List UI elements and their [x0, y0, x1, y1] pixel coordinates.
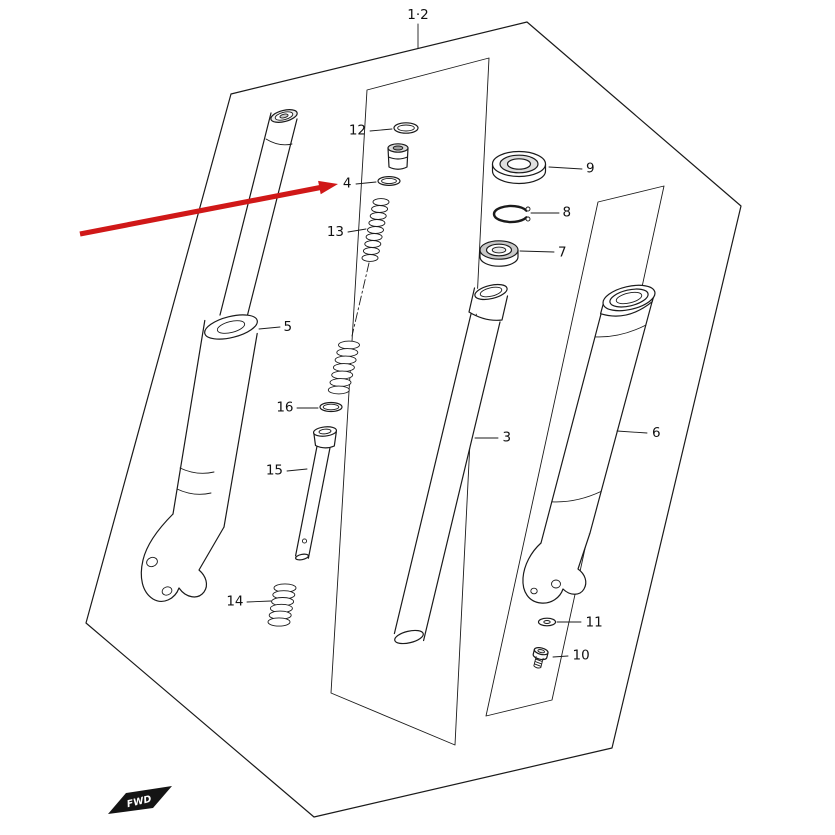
callout-line-6: [616, 430, 648, 434]
callout-line-5: [258, 326, 281, 330]
part-16-ring: [319, 401, 343, 413]
centerline-dash-dot: [351, 262, 370, 337]
callout-9: 9: [586, 161, 595, 177]
callout-12: 12: [349, 123, 366, 139]
axle-boss-hole: [161, 586, 173, 596]
part-13-rebound-spring: [361, 198, 390, 262]
axle-boss-hole: [551, 579, 561, 589]
part-8-stopper-ring: [492, 204, 531, 224]
callout-line-14: [246, 600, 272, 603]
callout-assembly: 1·2: [407, 7, 428, 23]
callout-4: 4: [343, 176, 352, 192]
part-6-fork-leg-right: [522, 284, 656, 604]
callout-line-15: [286, 468, 308, 472]
part-5-fork-leg-left: [140, 109, 298, 602]
callout-10: 10: [573, 648, 590, 664]
panel-right-group-outline: [485, 185, 665, 717]
fwd-label: FWD: [126, 794, 153, 810]
callout-line-4: [355, 181, 377, 185]
callout-line-9: [548, 166, 583, 170]
callout-16: 16: [276, 400, 293, 416]
callout-5: 5: [284, 319, 293, 335]
callout-line-12: [369, 128, 393, 132]
part-15-damper-rod: [295, 426, 338, 561]
part-spring-lower-coil: [327, 340, 360, 395]
damper-rod-hole: [301, 538, 308, 544]
part-12-o-ring: [393, 122, 419, 134]
fwd-marker: FWD: [108, 786, 172, 814]
callout-14: 14: [226, 594, 243, 610]
part-11-gasket-washer: [537, 617, 557, 627]
highlight-arrow-shaft: [79, 184, 323, 237]
callout-6: 6: [652, 425, 661, 441]
highlight-arrow: [79, 180, 338, 237]
callout-3: 3: [503, 430, 512, 446]
callout-line-7: [519, 250, 555, 253]
part-9-seal-cover-cap: [491, 150, 547, 185]
part-4-ring-washer: [377, 175, 401, 187]
callout-15: 15: [266, 463, 283, 479]
part-14-spring: [267, 583, 297, 627]
fork-cap-top: [270, 109, 298, 123]
axle-boss-hole: [146, 556, 158, 568]
callout-11: 11: [586, 615, 603, 631]
part-piston-seat: [387, 143, 409, 170]
panel-left-group-outline: [330, 57, 490, 746]
leader-lines: [246, 128, 648, 658]
callout-8: 8: [563, 205, 572, 221]
part-3-inner-tube: [393, 283, 509, 645]
callout-line-10: [552, 655, 569, 658]
callout-line-13: [347, 228, 367, 233]
isometric-frame-outline: [85, 21, 742, 818]
highlight-arrowhead-icon: [318, 180, 338, 195]
callout-7: 7: [558, 245, 567, 261]
part-10-bolt: [532, 647, 549, 669]
axle-boss-hole: [530, 587, 538, 595]
fwd-flag-icon: [108, 786, 172, 814]
callout-13: 13: [327, 224, 344, 240]
part-7-oil-seal: [479, 240, 519, 267]
